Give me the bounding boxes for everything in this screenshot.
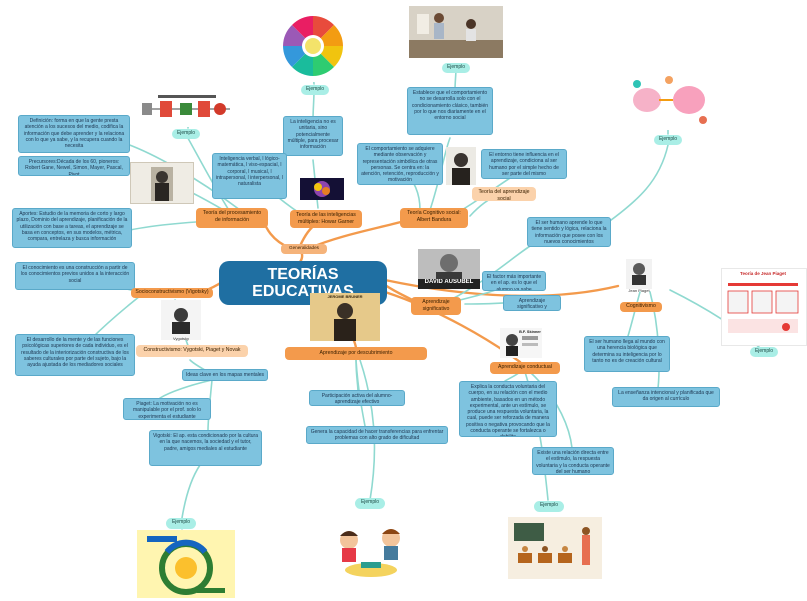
bruner-portrait-image <box>310 293 380 341</box>
conocimiento-node[interactable]: El conocimiento es una construcción a pa… <box>15 262 135 290</box>
ejemplo-badge-conductual[interactable]: Ejemplo <box>534 501 564 512</box>
bruner-label: JEROME BRUNER <box>327 294 363 299</box>
piaget-motivacion-node[interactable]: Piaget: La motivación no es manipulable … <box>123 398 211 420</box>
tipos-inteligencia-node[interactable]: Inteligencia verbal, l lógico-matemática… <box>212 153 287 199</box>
ejemplo-badge-social[interactable]: Ejemplo <box>442 63 470 73</box>
piaget-portrait-image <box>626 259 652 289</box>
ser-humano-node[interactable]: El ser humano aprende lo que tiene senti… <box>527 217 611 247</box>
vygotsky-caption: Vygotsky <box>172 336 190 341</box>
aprendizaje-social-node[interactable]: Teoría del aprendizaje social <box>472 187 536 201</box>
link-vigotski-ejemplo <box>181 464 201 519</box>
descubrimiento-topic[interactable]: Aprendizaje por descubrimiento <box>285 347 427 360</box>
kids-playing-image <box>325 520 417 580</box>
explica-node[interactable]: Explica la conducta voluntaria del cuerp… <box>459 381 557 437</box>
establece-node[interactable]: Establece que el comportamiento no se de… <box>407 87 493 135</box>
significativo-receptivo-node[interactable]: Aprendizaje significativo y desarrollo r… <box>503 295 561 311</box>
conductual-topic[interactable]: Aprendizaje conductual <box>490 362 560 374</box>
link-mapas-piaget <box>159 379 213 399</box>
inteligencias-topic[interactable]: Teoría de las inteligencias múltiples: H… <box>290 210 362 228</box>
entorno-node[interactable]: El entorno tiene influencia en el aprend… <box>481 149 567 179</box>
construye-node[interactable]: El ser humano llega al mundo con una her… <box>584 336 670 372</box>
definicion-node[interactable]: Definición: forma en que la gente presta… <box>18 115 130 153</box>
ausubel-portrait-image <box>418 249 480 289</box>
cognitivismo-topic[interactable]: Cognitivismo <box>620 302 662 312</box>
ensenanza-node[interactable]: La enseñanza intencional y planificada q… <box>612 387 720 407</box>
culture-cycle-diagram-image <box>137 530 235 598</box>
desarrollo-node[interactable]: El desarrollo de la mente y de las funci… <box>15 334 135 376</box>
comportamiento-node[interactable]: El comportamiento se adquiere mediante o… <box>357 143 443 185</box>
significativo-topic[interactable]: Aprendizaje significativo <box>411 297 461 315</box>
ejemplo-badge-cognitivismo[interactable]: Ejemplo <box>750 347 778 357</box>
process-diagram-image <box>138 91 236 127</box>
ausubel-label: DAVID AUSUBEL <box>424 279 474 285</box>
intelligences-wheel-image <box>276 10 350 82</box>
no-unitaria-node[interactable]: La inteligencia no es unitaria, sino pot… <box>283 116 343 156</box>
brain-colors-image <box>300 178 344 200</box>
skinner-label: B.F. Skinner <box>519 330 541 334</box>
procesamiento-topic[interactable]: Teoría del procesamiento de información <box>196 208 268 228</box>
classroom-cartoon-image <box>508 517 602 579</box>
participacion-node[interactable]: Participación activa del alumno-aprendiz… <box>309 390 405 406</box>
link-conductual-existe <box>529 371 573 449</box>
vigotski-node[interactable]: Vigotski: El ap. esta condicionado por l… <box>149 430 262 466</box>
vygotsky-portrait-image <box>161 300 201 340</box>
ejemplo-badge-procesamiento[interactable]: Ejemplo <box>172 129 200 139</box>
brain-example-image <box>625 72 713 130</box>
skinner-image <box>500 328 542 358</box>
piaget-caption: Jean Piaget <box>628 288 650 293</box>
aportes-node[interactable]: Aportes: Estudio de la memoria de corto … <box>12 208 132 248</box>
piaget-chart-title: Teoría de Jean Piaget <box>740 271 786 276</box>
capacidad-node[interactable]: Genera la capacidad de hacer transferenc… <box>306 426 448 444</box>
link-serhumano-ejemplo <box>599 144 669 229</box>
portrait-image-1 <box>130 162 194 204</box>
classroom-photo-image <box>409 6 503 58</box>
ejemplo-badge-vigotski[interactable]: Ejemplo <box>166 518 196 529</box>
ejemplo-badge-inteligencias[interactable]: Ejemplo <box>301 85 329 95</box>
link-cognitivismo-construye <box>627 291 641 337</box>
piaget-theory-chart-image <box>721 268 807 346</box>
socio-topic[interactable]: Socioconstructivismo (Vigotsky) <box>131 288 213 298</box>
cognitivo-social-topic[interactable]: Teoría Cognitivo social: Albert Bandura <box>400 208 468 228</box>
mapas-mentales-node[interactable]: Ideas clave en los mapas mentales <box>182 369 268 381</box>
constructivismo-node[interactable]: Constructivismo: Vygotski, Piaget y Nova… <box>136 345 248 357</box>
ejemplo-badge-descubrimiento[interactable]: Ejemplo <box>355 498 385 509</box>
generalidades-label[interactable]: Generalidades <box>281 244 327 254</box>
ejemplo-badge-significativo[interactable]: Ejemplo <box>654 135 682 145</box>
factor-node[interactable]: El factor más importante en el ap. es lo… <box>482 271 546 291</box>
precursores-node[interactable]: Precursores:Década de los 60, pioneros: … <box>18 156 130 176</box>
bandura-portrait-image <box>446 147 476 185</box>
existe-node[interactable]: Existe una relación directa entre el est… <box>532 447 614 475</box>
